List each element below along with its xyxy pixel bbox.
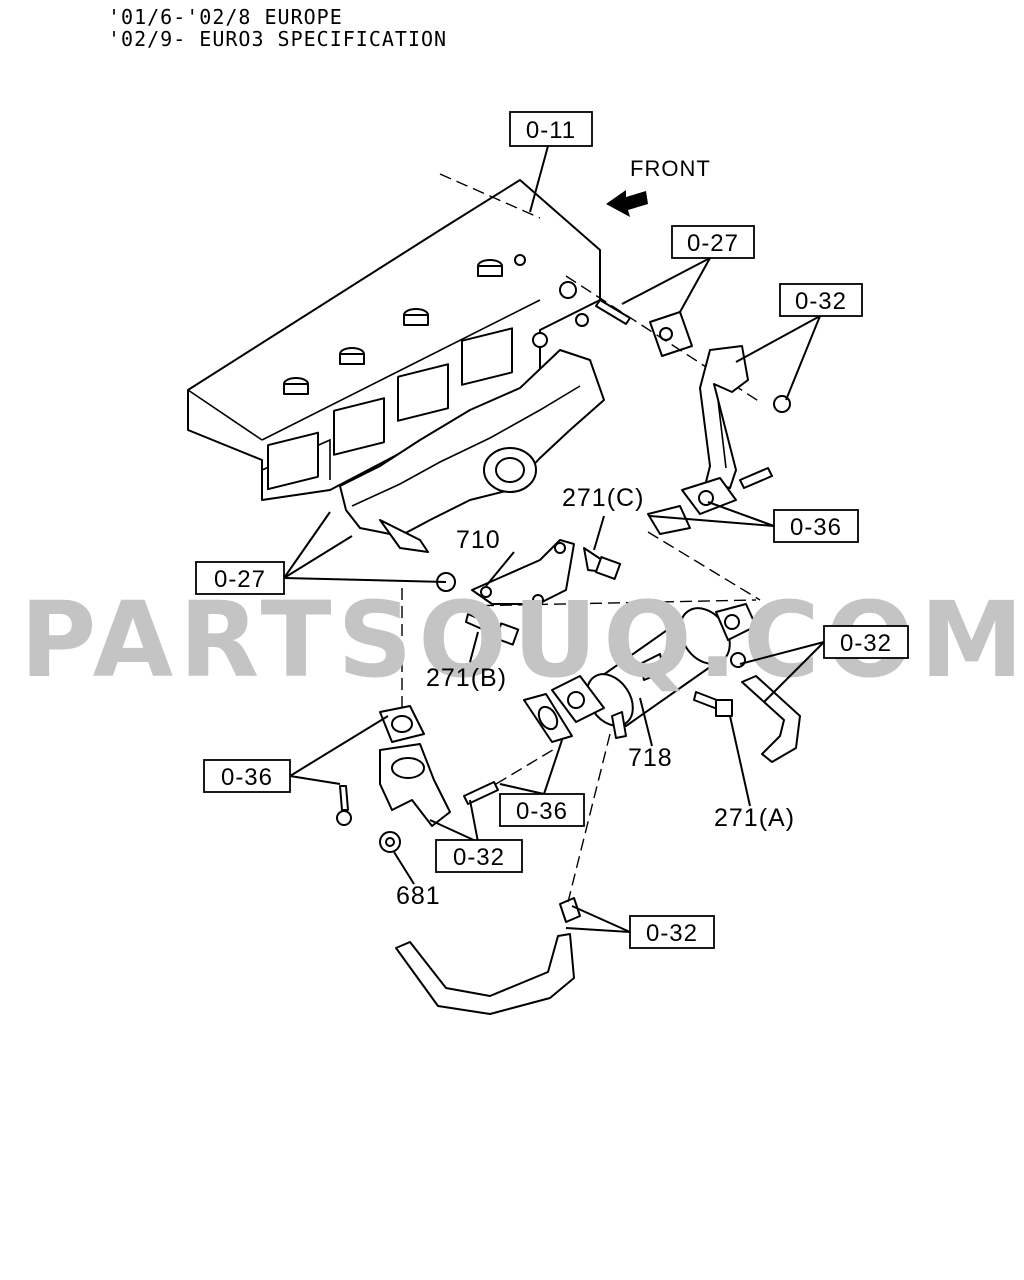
lower-stud bbox=[339, 785, 349, 811]
callout-0-36-right-label: 0-36 bbox=[790, 514, 842, 541]
callout-0-32-mid-right-label: 0-32 bbox=[840, 630, 892, 657]
callout-0-32-top-label: 0-32 bbox=[795, 288, 847, 315]
callout-0-32-bottom-label: 0-32 bbox=[646, 920, 698, 947]
part-label-718: 718 bbox=[628, 744, 673, 772]
front-label: FRONT bbox=[630, 156, 711, 181]
flange-axis-line bbox=[647, 531, 761, 601]
callout-0-32-center-label: 0-32 bbox=[453, 844, 505, 871]
header-line-2: '02/9- EURO3 SPECIFICATION bbox=[108, 27, 447, 51]
part-label-271a: 271(A) bbox=[714, 804, 795, 832]
callout-0-36-center-label: 0-36 bbox=[516, 798, 568, 825]
callout-0-27-top-label: 0-27 bbox=[687, 230, 739, 257]
callout-0-32-top: 0-32 bbox=[779, 283, 863, 317]
bottom-axis-line bbox=[567, 733, 611, 903]
upper-axis-line bbox=[565, 275, 761, 403]
callout-0-27-left: 0-27 bbox=[195, 561, 285, 595]
lower-flange-gasket bbox=[379, 705, 425, 743]
part-label-710: 710 bbox=[456, 526, 501, 554]
callout-0-32-center: 0-32 bbox=[435, 839, 523, 873]
callout-0-32-bottom: 0-32 bbox=[629, 915, 715, 949]
part-label-271b: 271(B) bbox=[426, 664, 507, 692]
leader-lines bbox=[283, 145, 825, 933]
egr-pipe-upper bbox=[647, 345, 773, 535]
lower-stud-nut bbox=[336, 810, 352, 826]
egr-cooler-718 bbox=[551, 603, 757, 739]
hose-bottom bbox=[395, 897, 581, 1015]
part-label-271c: 271(C) bbox=[562, 484, 644, 512]
cooler-gasket bbox=[523, 693, 573, 743]
exhaust-ports bbox=[267, 327, 513, 491]
front-arrow-icon bbox=[606, 190, 648, 217]
callout-0-11: 0-11 bbox=[509, 111, 593, 147]
lower-elbow bbox=[379, 743, 451, 827]
bolt-271b bbox=[465, 613, 520, 646]
callout-0-36-left: 0-36 bbox=[203, 759, 291, 793]
part-label-681: 681 bbox=[396, 882, 441, 910]
upper-stud bbox=[595, 299, 631, 325]
head-studs bbox=[283, 259, 503, 395]
nut-681-bore bbox=[385, 837, 395, 847]
callout-0-11-label: 0-11 bbox=[526, 117, 576, 144]
callout-0-32-mid-right: 0-32 bbox=[823, 625, 909, 659]
callout-0-27-left-label: 0-27 bbox=[214, 566, 266, 593]
exhaust-manifold bbox=[339, 349, 605, 553]
callout-0-36-right: 0-36 bbox=[773, 509, 859, 543]
upper-gasket bbox=[649, 311, 693, 357]
callout-0-36-center: 0-36 bbox=[499, 793, 585, 827]
head-hidden-edge bbox=[439, 173, 541, 219]
bracket-axis-line bbox=[463, 599, 757, 607]
callout-0-36-left-label: 0-36 bbox=[221, 764, 273, 791]
lower-bolt bbox=[463, 781, 499, 805]
bolt-271a bbox=[693, 691, 733, 717]
bolt-271c bbox=[583, 547, 622, 580]
bracket-710 bbox=[471, 539, 575, 606]
header-line-1: '01/6-'02/8 EUROPE bbox=[108, 5, 343, 29]
elbow-axis-line bbox=[495, 747, 557, 785]
cylinder-head bbox=[187, 179, 601, 501]
callout-0-27-top: 0-27 bbox=[671, 225, 755, 259]
